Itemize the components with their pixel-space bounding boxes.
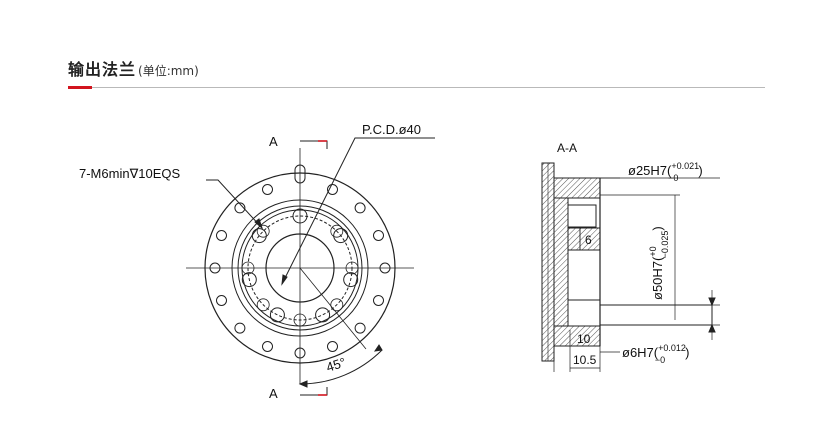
hole-callout-text: 7-M6min∇10EQS	[79, 166, 181, 181]
threaded-hole-core	[256, 298, 270, 312]
hub-mid	[567, 227, 601, 251]
pcd-arrowhead	[281, 274, 288, 286]
bore50-upper: +0	[648, 246, 658, 256]
threaded-hole-core	[345, 261, 359, 275]
section-title: A-A	[557, 141, 577, 155]
section-view	[541, 162, 720, 372]
threaded-hole	[343, 272, 359, 288]
threaded-hole-core	[293, 313, 307, 327]
hole-callout-leader	[206, 179, 263, 229]
threaded-hole	[251, 228, 267, 244]
header-accent-bar	[68, 86, 92, 89]
bore-pocket-top	[567, 204, 597, 228]
threaded-hole-core	[330, 224, 344, 238]
outer-hole	[216, 230, 227, 241]
pin-hole	[599, 304, 713, 326]
threaded-hole-core	[241, 261, 255, 275]
pin-arrowhead-top	[708, 297, 716, 307]
angle-ray	[299, 267, 367, 350]
depth-6-label: 6	[585, 233, 592, 247]
section-label-bottom: A	[269, 386, 278, 401]
outer-hole	[262, 184, 273, 195]
pin6-base: ø6H7(	[622, 345, 659, 360]
outer-hole	[216, 295, 227, 306]
outer-hole	[373, 295, 384, 306]
section-label-top: A	[269, 134, 278, 149]
outer-hole	[379, 262, 391, 274]
section-marker-bottom	[300, 387, 328, 396]
header-divider	[68, 87, 765, 88]
threaded-hole	[292, 208, 308, 224]
bore-pocket-bottom	[567, 299, 601, 327]
length-10-label: 10	[577, 332, 591, 346]
center-bore-circle	[265, 233, 335, 303]
bore25-label: ø25H7(+0.021 −0)	[628, 161, 703, 183]
outer-hole	[294, 347, 306, 359]
bore50-label: ø50H7(+0−0.025)	[648, 226, 670, 300]
bore25-lower: −0	[668, 173, 678, 183]
hub-wall	[553, 197, 569, 327]
threaded-hole-core	[256, 224, 270, 238]
section-marker-top	[300, 140, 328, 149]
bore50-base: ø50H7(	[650, 256, 665, 300]
threaded-hole	[315, 307, 331, 323]
hole-callout-arrowhead	[254, 218, 264, 230]
unit-note: (单位:mm)	[138, 64, 199, 78]
threaded-hole-cores	[241, 224, 359, 327]
pin6-upper: +0.012	[658, 343, 686, 353]
outer-hole	[234, 322, 246, 334]
dim-box-6	[579, 227, 601, 251]
outer-hole	[327, 341, 338, 352]
pin6-close: )	[685, 345, 689, 360]
angle-arrow-right	[373, 344, 383, 352]
angle-label: 45°	[324, 355, 347, 375]
bore25-base: ø25H7(	[628, 163, 672, 178]
outer-hole	[354, 322, 366, 334]
angle-arrow-left	[298, 380, 308, 388]
section-header: 输出法兰(单位:mm)	[68, 56, 199, 82]
threaded-hole-core	[330, 298, 344, 312]
outer-hole	[373, 230, 384, 241]
bore50-label-group: ø50H7(+0−0.025)	[648, 226, 670, 300]
outer-hole	[209, 262, 221, 274]
bore50-lower: −0.025	[660, 231, 670, 259]
angle-arc	[299, 349, 383, 385]
outer-hole-pattern	[209, 184, 391, 359]
bore25-upper: +0.021	[671, 161, 699, 171]
threaded-hole	[333, 228, 349, 244]
bore25-close: )	[698, 163, 702, 178]
length-10-5-label: 10.5	[573, 353, 597, 367]
pcd-leader	[281, 137, 435, 285]
outer-hole	[354, 202, 366, 214]
front-view	[186, 137, 435, 396]
recess-outer-circle	[237, 205, 363, 331]
flange-outer-circle	[204, 172, 396, 364]
pin-arrowhead-bottom	[708, 323, 716, 333]
bore50-close: )	[650, 226, 665, 230]
pcd-label: P.C.D.ø40	[362, 122, 421, 137]
threaded-hole	[269, 307, 285, 323]
section-title: 输出法兰	[68, 60, 137, 79]
outer-hole	[234, 202, 246, 214]
outer-hole	[262, 341, 273, 352]
pcd-circle	[247, 215, 353, 321]
pin6-lower: −0	[655, 355, 665, 365]
threaded-hole-pattern	[241, 208, 359, 323]
bolt-ring-circle	[231, 199, 369, 337]
hub-upper	[553, 177, 601, 199]
outer-hole	[327, 184, 338, 195]
pin6-label: ø6H7(+0.012 −0)	[622, 343, 690, 365]
keyway-notch	[294, 164, 306, 184]
threaded-hole	[241, 272, 257, 288]
